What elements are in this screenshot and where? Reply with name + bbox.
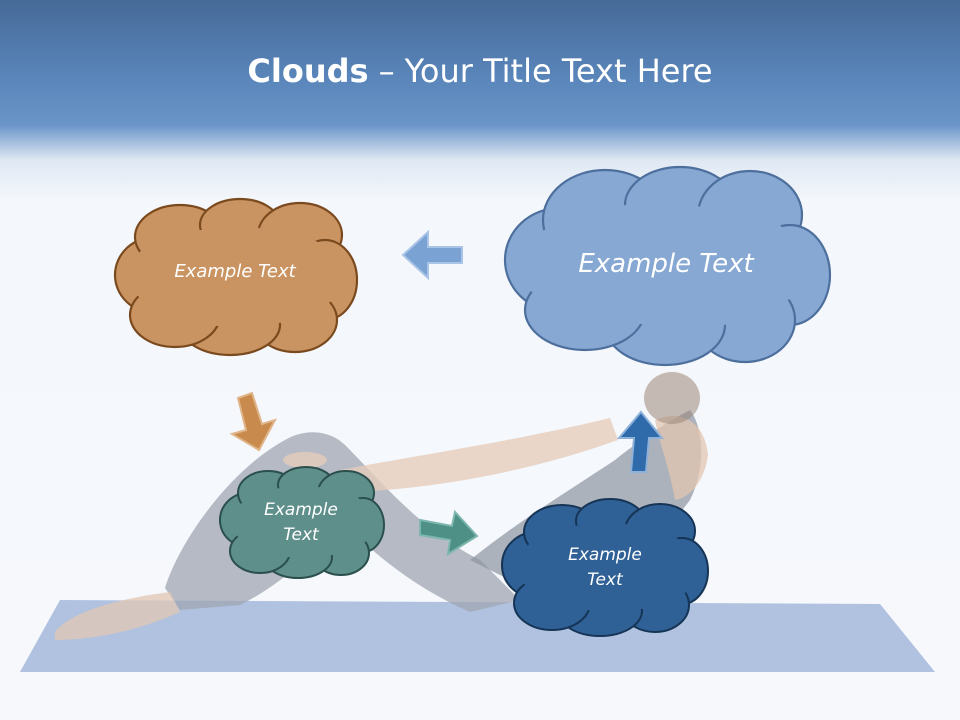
yoga-mat [20, 600, 935, 672]
cloud-dark-blue-line1: Example [568, 545, 642, 566]
title-rest: Your Title Text Here [404, 52, 713, 90]
figure-shoulder [655, 416, 708, 500]
title-bold: Clouds [247, 52, 369, 90]
cloud-shape [503, 165, 832, 367]
cloud-shape [219, 466, 385, 579]
title-separator: – [378, 52, 395, 90]
cloud-shape [501, 498, 709, 637]
cloud-dark-blue-text: Example Text [500, 497, 710, 639]
figure-arm [340, 418, 618, 492]
cloud-orange-text: Example Text [174, 261, 296, 283]
figure-head [644, 372, 700, 424]
cloud-teal-line1: Example [264, 499, 338, 520]
cloud-teal-text: Example Text [218, 465, 384, 580]
cloud-light-blue-text: Example Text [578, 249, 754, 280]
cloud-teal[interactable]: Example Text [218, 465, 385, 580]
figure-hand [283, 452, 327, 468]
cloud-teal-line2: Text [283, 524, 319, 545]
cloud-light-blue[interactable]: Example Text [500, 165, 832, 367]
cloud-orange[interactable]: Example Text [110, 195, 360, 360]
cloud-shape [113, 197, 359, 357]
cloud-dark-blue[interactable]: Example Text [500, 497, 710, 639]
slide-title: Clouds–Your Title Text Here [0, 52, 960, 90]
figure-foot [55, 592, 180, 640]
cloud-dark-blue-line2: Text [587, 570, 623, 590]
